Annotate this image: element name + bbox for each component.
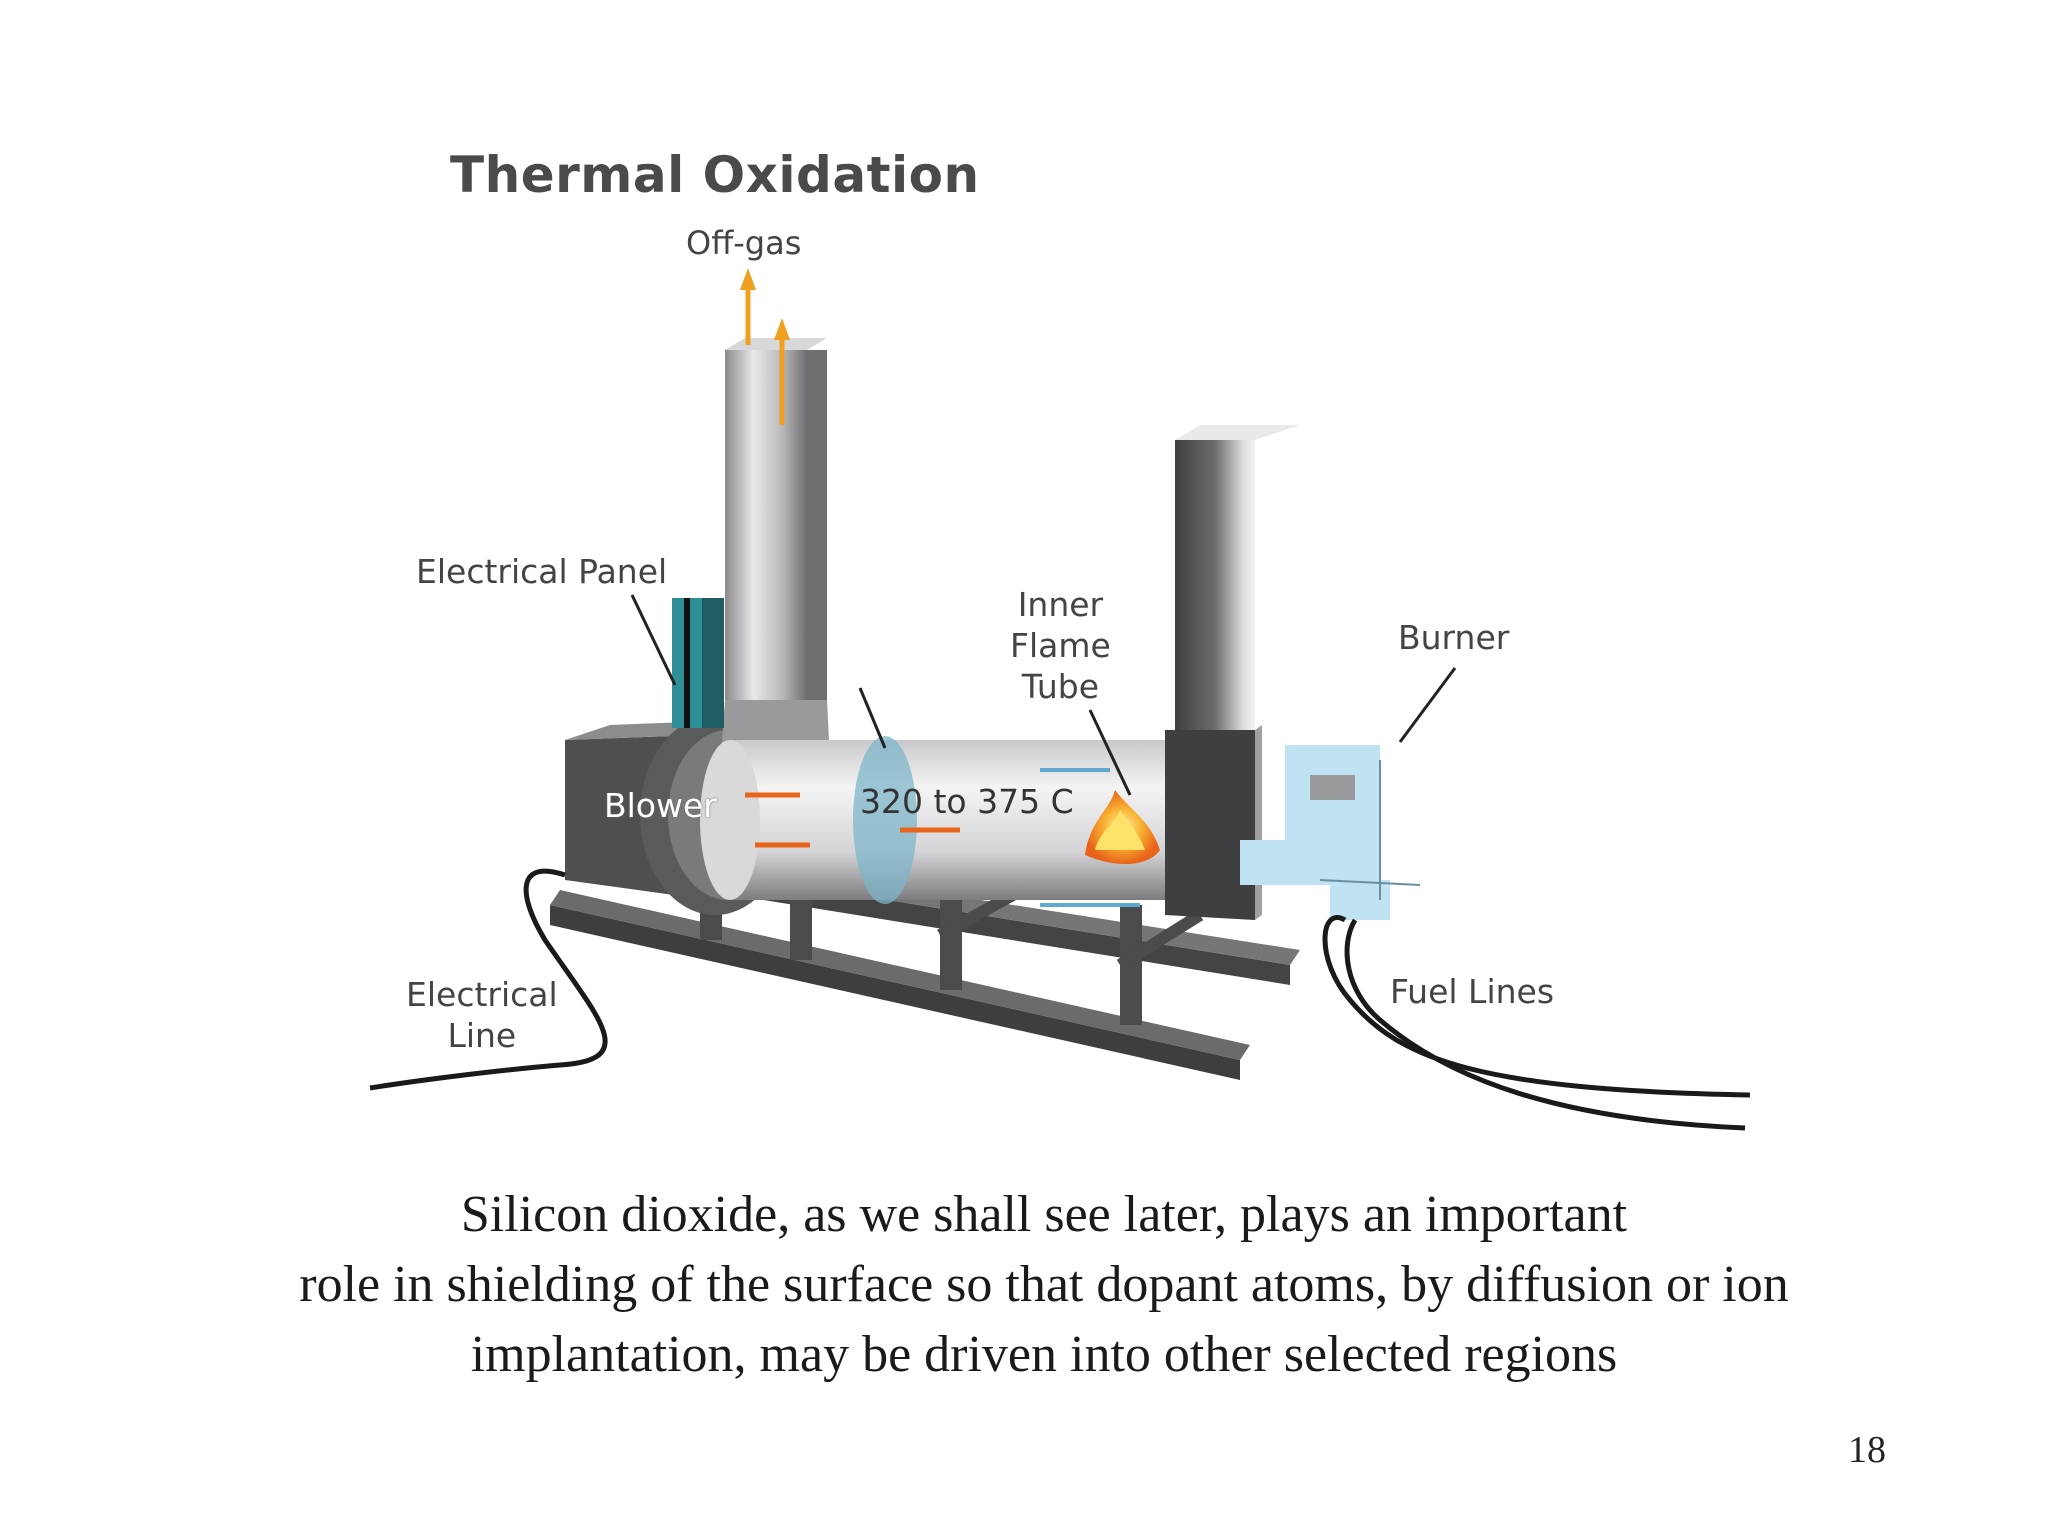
leader-lines (630, 594, 1457, 796)
off-gas-label: Off-gas (686, 224, 802, 262)
flame-icon (1085, 790, 1160, 865)
inner-flame-tube-label: Inner Flame Tube (1010, 585, 1111, 706)
electrical-line-cable (369, 868, 608, 1091)
off-gas-arrows (740, 268, 790, 425)
thermal-oxidation-diagram: Thermal Oxidation Off-gas Electrical Pan… (369, 146, 1751, 1131)
exhaust-stack (720, 338, 830, 770)
fuel-lines-label: Fuel Lines (1390, 972, 1555, 1011)
electrical-panel-label: Electrical Panel (416, 552, 668, 591)
temperature-label: 320 to 375 C (860, 782, 1074, 821)
blower-label: Blower (604, 786, 717, 825)
fuel-lines (1322, 915, 1751, 1131)
electrical-panel (672, 598, 724, 728)
burner (1240, 745, 1421, 920)
page-number: 18 (1848, 1429, 1886, 1471)
caption-line: implantation, may be driven into other s… (470, 1326, 1618, 1383)
thermal-oxidizer-illustration (369, 268, 1751, 1131)
caption-line: Silicon dioxide, as we shall see later, … (460, 1186, 1628, 1243)
slide-caption: Silicon dioxide, as we shall see later, … (180, 1180, 1908, 1390)
burner-label: Burner (1398, 618, 1510, 657)
outlet-duct (1165, 425, 1300, 920)
diagram-title: Thermal Oxidation (450, 146, 980, 204)
inner-flame-tube (700, 736, 1170, 907)
caption-line: role in shielding of the surface so that… (299, 1256, 1789, 1313)
electrical-line-label: Electrical Line (406, 975, 558, 1055)
